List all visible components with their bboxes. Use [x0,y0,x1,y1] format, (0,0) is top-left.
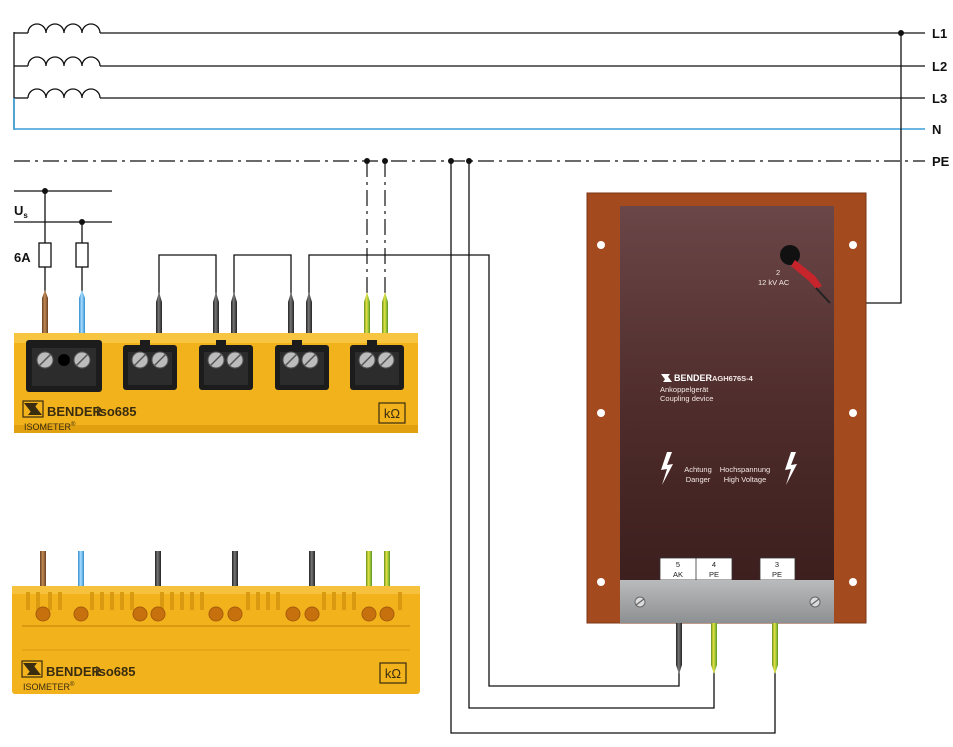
terminal-block-2 [123,340,177,390]
terminal-holes [35,606,395,622]
isometer-model: iso685 [96,404,136,419]
bender-logo-icon [661,374,672,382]
bender-logo-icon [21,660,43,678]
terminal-3-name: PE [772,570,782,579]
warn-de-2: Hochspannung [720,465,770,474]
kohm-display: kΩ [385,666,402,681]
label-us: Us [14,203,28,220]
isometer-name: ISOMETER® [23,681,75,692]
terminal-5-number: 5 [676,560,680,569]
hv-terminal-rating: 12 kV AC [758,278,790,287]
wire-pe-4 [711,623,717,674]
label-l3: L3 [932,91,947,106]
terminal-block-4 [275,340,329,390]
hv-terminal [780,245,831,304]
terminal-block-5 [350,340,404,390]
coupling-device: 2 12 kV AC BENDER AGH676S-4 Ankoppelgerä… [586,192,867,674]
isometer-name: ISOMETER® [24,421,76,432]
supply-circuit: Us 6A [14,188,112,298]
device-desc-en: Coupling device [660,394,713,403]
warn-en-2: High Voltage [724,475,767,484]
isometer-brand: BENDER [46,664,102,679]
isometer-top-wires [42,290,388,345]
terminal-4-number: 4 [712,560,716,569]
label-l1: L1 [932,26,947,41]
isometer-brand: BENDER [47,404,103,419]
label-pe: PE [932,154,950,169]
device-brand: BENDER [674,373,713,383]
terminal-4-name: PE [709,570,719,579]
isometer-model: iso685 [95,664,135,679]
hv-terminal-number: 2 [776,268,780,277]
wire-pe-3 [772,623,778,674]
line-n [13,98,925,130]
terminal-labels: 5 AK 4 PE 3 PE [659,557,796,581]
line-l2 [14,56,925,67]
warn-en-1: Danger [686,475,711,484]
label-fuse: 6A [14,250,31,265]
kohm-display: kΩ [384,406,401,421]
fuse-1 [38,242,52,268]
line-l1 [14,23,925,34]
pe-connections [308,158,776,734]
wire-ak [676,623,682,674]
label-n: N [932,122,941,137]
label-l2: L2 [932,59,947,74]
lightning-icon [661,452,673,485]
screw-icon [809,596,821,608]
jumper-wires [158,254,292,300]
terminal-3-number: 3 [775,560,779,569]
bender-logo-icon [22,400,44,418]
line-l3 [14,88,925,99]
screw-icon [634,596,646,608]
isometer-top: BENDER iso685 ISOMETER® kΩ [14,333,418,433]
device-desc-de: Ankoppelgerät [660,385,709,394]
fuse-2 [75,242,89,268]
device-model: AGH676S-4 [712,374,754,383]
terminal-block-3 [199,340,253,390]
isometer-bottom: BENDER iso685 ISOMETER® kΩ [12,551,420,694]
terminal-block-1 [26,340,102,392]
terminal-5-name: AK [673,570,683,579]
mounting-holes [597,241,857,586]
vent-fins [26,592,402,610]
main-lines: L1 L2 L3 N PE [13,23,950,169]
lightning-icon [785,452,797,485]
warn-de-1: Achtung [684,465,712,474]
